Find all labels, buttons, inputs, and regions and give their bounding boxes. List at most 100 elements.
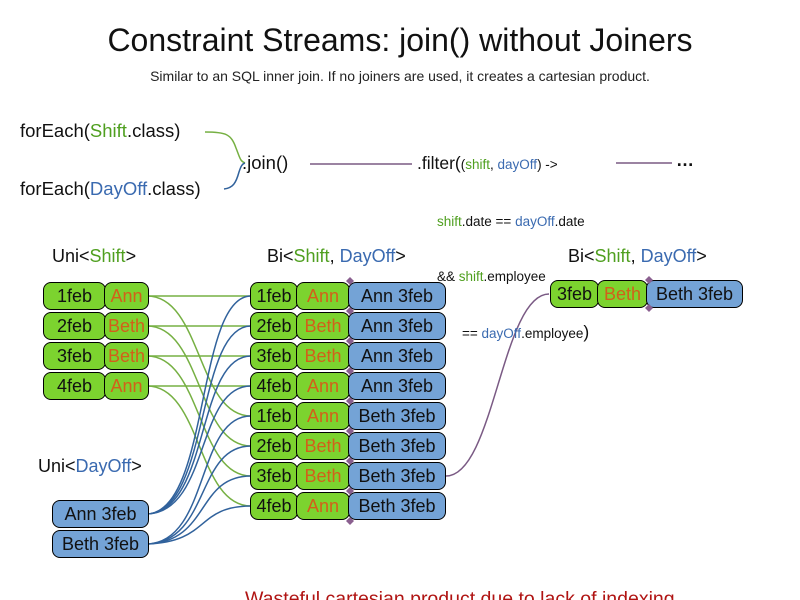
brace-shift-line (204, 131, 246, 164)
shift-class-token: Shift (89, 120, 127, 141)
dayoff-cell: Ann 3feb (348, 342, 446, 370)
shift-employee-cell: Beth (296, 432, 350, 460)
shift-employee-cell: Ann (296, 282, 350, 310)
label-text: Bi< (568, 246, 595, 266)
shift-type-token: Shift (293, 246, 330, 266)
dayoff-cell: Ann 3feb (52, 500, 149, 528)
dayoff-type-token: DayOff (75, 456, 132, 476)
shift-date-cell: 4feb (43, 372, 106, 400)
continuation-ellipsis: … (676, 150, 695, 170)
filter-line-2: shift.date == dayOff.date (437, 212, 589, 231)
shift-date-cell: 2feb (250, 432, 298, 460)
code-text: forEach( (20, 120, 90, 141)
label-text: Bi< (267, 246, 294, 266)
filter-close-paren: ) (583, 322, 590, 342)
dayoff-token: dayOff (515, 214, 555, 229)
dayoff1-to-bi2-line (146, 325, 252, 515)
uni-dayoff-label: Uni<DayOff> (38, 456, 142, 477)
shift-employee-cell: Beth (296, 312, 350, 340)
dayoff-cell: Beth 3feb (348, 402, 446, 430)
shift-date-cell: 4feb (250, 492, 298, 520)
dayoff2-to-bi8-line (146, 505, 252, 545)
filter-args: (shift, dayOff) -> (461, 157, 558, 172)
shift-type-token: Shift (594, 246, 631, 266)
page-title: Constraint Streams: join() without Joine… (107, 22, 693, 58)
code-text: .class) (147, 178, 201, 199)
dayoff-cell: Beth 3feb (348, 432, 446, 460)
shift-date-cell: 2feb (250, 312, 298, 340)
filter-line-1: .filter((shift, dayOff) -> (417, 152, 589, 176)
code-text: forEach( (20, 178, 90, 199)
uni-shift-label: Uni<Shift> (52, 246, 136, 267)
shift-employee-cell: Ann (296, 492, 350, 520)
shift-date-cell: 1feb (250, 402, 298, 430)
bi-product-label: Bi<Shift, DayOff> (267, 246, 406, 267)
label-text: > (131, 456, 142, 476)
shift-employee-cell: Ann (296, 402, 350, 430)
shift-employee-cell: Beth (597, 280, 648, 308)
dayoff2-to-bi6-line (146, 445, 252, 545)
shift-employee-cell: Ann (296, 372, 350, 400)
shift-employee-cell: Ann (104, 372, 149, 400)
code-text: == (462, 326, 482, 341)
shift-date-cell: 3feb (550, 280, 599, 308)
shift-date-cell: 1feb (43, 282, 106, 310)
dayoff2-to-bi5-line (146, 415, 252, 545)
dayoff-class-token: DayOff (89, 178, 148, 199)
label-text: Uni< (38, 456, 76, 476)
dayoff-type-token: DayOff (339, 246, 396, 266)
uni-dayoff-row: Beth 3feb (52, 530, 149, 558)
code-foreach-shift: forEach(Shift.class) (20, 120, 180, 142)
dayoff-cell: Beth 3feb (646, 280, 743, 308)
filter-fn: .filter( (417, 153, 461, 173)
shift-date-cell: 4feb (250, 372, 298, 400)
dayoff-cell: Ann 3feb (348, 372, 446, 400)
warning-note-line1: Wasteful cartesian product due to lack o… (245, 588, 681, 600)
dayoff-cell: Ann 3feb (348, 282, 446, 310)
code-text: , (490, 157, 498, 172)
shift-token: shift (458, 269, 484, 284)
shift4-to-bi8-line (146, 385, 252, 507)
uni-dayoff-row: Ann 3feb (52, 500, 149, 528)
shift-employee-cell: Beth (104, 342, 149, 370)
dayoff-cell: Beth 3feb (52, 530, 149, 558)
code-text: .date == (461, 214, 516, 229)
label-text: > (125, 246, 137, 266)
bi-filtered-label: Bi<Shift, DayOff> (568, 246, 707, 267)
shift-date-cell: 2feb (43, 312, 106, 340)
dayoff-cell: Ann 3feb (348, 312, 446, 340)
shift2-to-bi6-line (146, 325, 252, 447)
label-text: , (329, 246, 340, 266)
shift-employee-cell: Beth (104, 312, 149, 340)
dayoff2-to-bi7-line (146, 475, 252, 545)
code-foreach-dayoff: forEach(DayOff.class) (20, 178, 201, 200)
shift-employee-cell: Beth (296, 342, 350, 370)
dayoff1-to-bi4-line (146, 385, 252, 515)
shift-arg-token: shift (465, 157, 491, 172)
code-filter: .filter((shift, dayOff) -> shift.date ==… (417, 116, 589, 380)
code-text: .date (554, 214, 585, 229)
label-text: , (630, 246, 641, 266)
shift-date-cell: 3feb (250, 462, 298, 490)
shift1-to-bi5-line (146, 295, 252, 417)
dayoff-arg-token: dayOff (497, 157, 538, 172)
code-text: ( (460, 157, 466, 172)
dayoff1-to-bi1-line (146, 295, 252, 515)
filter-line-4: == dayOff.employee) (462, 322, 589, 344)
warning-note: Wasteful cartesian product due to lack o… (245, 529, 680, 600)
dayoff-cell: Beth 3feb (348, 462, 446, 490)
code-text: .class) (126, 120, 181, 141)
shift-token: shift (437, 214, 462, 229)
